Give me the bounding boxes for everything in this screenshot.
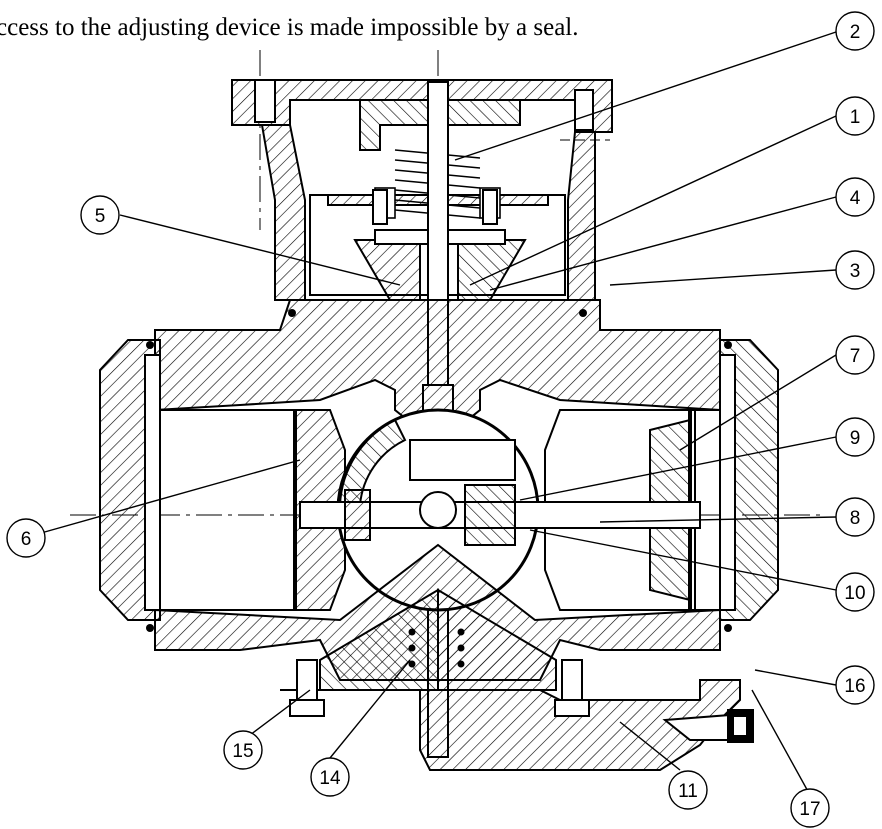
callout-label-16: 16 xyxy=(844,676,865,697)
callout-9: 9 xyxy=(835,417,875,457)
callout-label-4: 4 xyxy=(850,188,861,209)
callout-label-7: 7 xyxy=(850,346,861,367)
callout-label-15: 15 xyxy=(232,741,253,762)
callout-label-17: 17 xyxy=(799,799,820,820)
callout-6: 6 xyxy=(6,518,46,558)
callout-group: 2 1 4 5 3 7 9 6 xyxy=(6,11,875,828)
callout-label-2: 2 xyxy=(850,22,861,43)
callout-label-14: 14 xyxy=(319,768,341,789)
callout-1: 1 xyxy=(835,96,875,136)
callout-label-1: 1 xyxy=(850,107,861,128)
callout-3: 3 xyxy=(835,250,875,290)
callout-label-11: 11 xyxy=(678,781,698,802)
callout-17: 17 xyxy=(790,788,830,828)
callout-15: 15 xyxy=(223,730,263,770)
callout-8: 8 xyxy=(835,497,875,537)
callout-14: 14 xyxy=(310,757,350,797)
callout-5: 5 xyxy=(80,195,120,235)
callout-label-3: 3 xyxy=(850,261,861,282)
callout-2: 2 xyxy=(835,11,875,51)
callout-4: 4 xyxy=(835,177,875,217)
callout-label-6: 6 xyxy=(21,529,32,550)
callout-label-5: 5 xyxy=(95,206,106,227)
caption-text: ccess to the adjusting device is made im… xyxy=(0,14,579,41)
callout-16: 16 xyxy=(835,665,875,705)
callout-label-10: 10 xyxy=(844,583,865,604)
callout-7: 7 xyxy=(835,335,875,375)
callout-11: 11 xyxy=(668,770,708,810)
callout-10: 10 xyxy=(835,572,875,612)
callout-label-8: 8 xyxy=(850,508,861,529)
callout-label-9: 9 xyxy=(850,428,861,449)
